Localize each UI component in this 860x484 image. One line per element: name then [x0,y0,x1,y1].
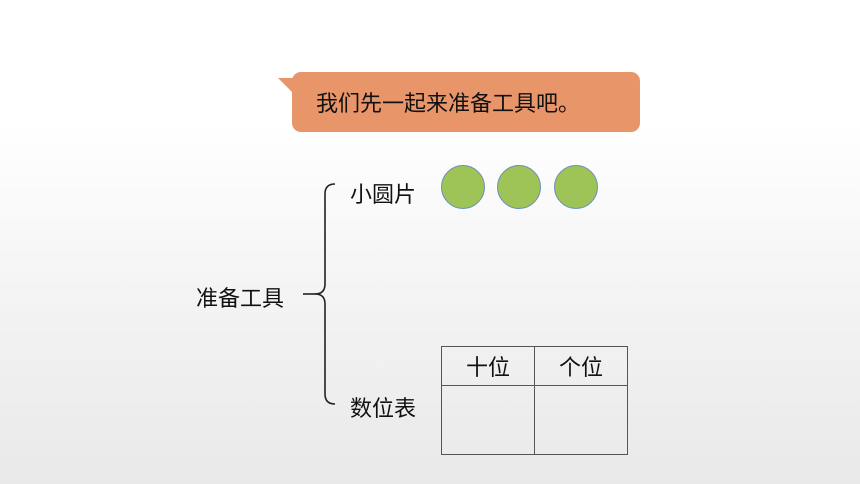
counters-label: 小圆片 [350,183,417,208]
counter-circle [554,165,598,209]
tens-header: 十位 [441,346,535,386]
ones-header: 个位 [534,346,628,386]
tens-cell [441,385,535,455]
ones-cell [534,385,628,455]
root-label: 准备工具 [196,287,285,312]
place-chart-label: 数位表 [350,397,417,422]
place-value-table: 十位 个位 [441,346,628,455]
speech-bubble-text: 我们先一起来准备工具吧。 [316,92,581,117]
speech-bubble-tail [278,78,294,94]
counter-circle [441,165,485,209]
counter-circle [497,165,541,209]
speech-bubble: 我们先一起来准备工具吧。 [292,72,640,132]
